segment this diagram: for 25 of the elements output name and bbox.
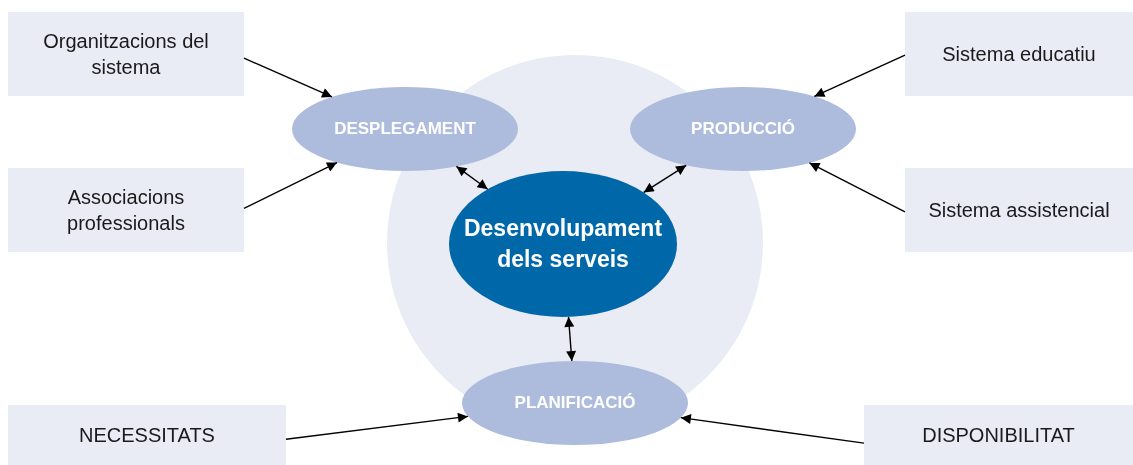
source-box (905, 168, 1133, 252)
arrow (680, 414, 865, 444)
arrow (243, 57, 333, 98)
arrow (643, 164, 687, 194)
arrow (564, 316, 577, 362)
node-label: Sistema educatiu (942, 42, 1096, 67)
arrow (813, 54, 906, 98)
source-box (8, 12, 244, 96)
node-label: NECESSITATS (79, 423, 215, 448)
node-label: Organitzacions del sistema (42, 29, 210, 80)
source-box (8, 168, 244, 252)
node-label: PRODUCCIÓ (691, 118, 795, 141)
node-label: Desenvolupament dels serveis (462, 213, 664, 274)
arrow (285, 412, 469, 440)
arrow (455, 165, 489, 190)
source-box (8, 405, 286, 465)
node-label: Associacions professionals (66, 185, 186, 236)
node-label: PLANIFICACIÓ (514, 392, 636, 415)
source-box (864, 405, 1133, 465)
node-label: DISPONIBILITAT (922, 423, 1075, 448)
arrow (808, 162, 906, 213)
arrow (243, 161, 338, 210)
node-label: DESPLEGAMENT (334, 118, 476, 141)
node-label: Sistema assistencial (928, 198, 1110, 223)
source-box (905, 12, 1133, 96)
